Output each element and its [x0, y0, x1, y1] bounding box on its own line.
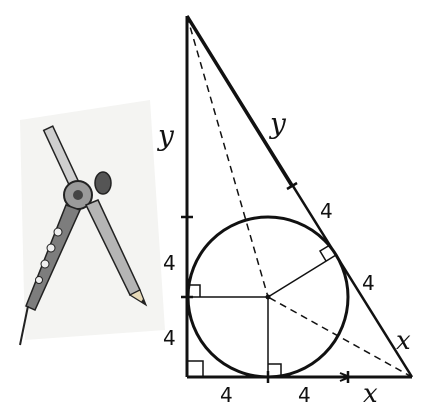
label-left-lower-bottom: 4 [163, 326, 176, 350]
triangle [185, 15, 414, 379]
base-arrow-mark [339, 372, 353, 382]
label-hyp-bottom: x [396, 326, 411, 356]
label-base-far: x [363, 379, 378, 409]
label-hyp-upper: y [268, 107, 287, 140]
right-angle-marks [187, 244, 331, 377]
label-base-left: 4 [220, 383, 233, 407]
drawing-compass-icon [19, 100, 165, 346]
label-left-lower-top: 4 [163, 251, 176, 275]
label-hyp-mid-lower: 4 [362, 271, 375, 295]
incenter [265, 294, 271, 300]
segment-labels: y y 4 4 4 4 x 4 4 x [156, 107, 411, 409]
label-hyp-mid-upper: 4 [320, 199, 333, 223]
angle-bisectors [186, 15, 413, 378]
label-left-upper: y [156, 119, 175, 152]
label-base-right: 4 [298, 383, 311, 407]
